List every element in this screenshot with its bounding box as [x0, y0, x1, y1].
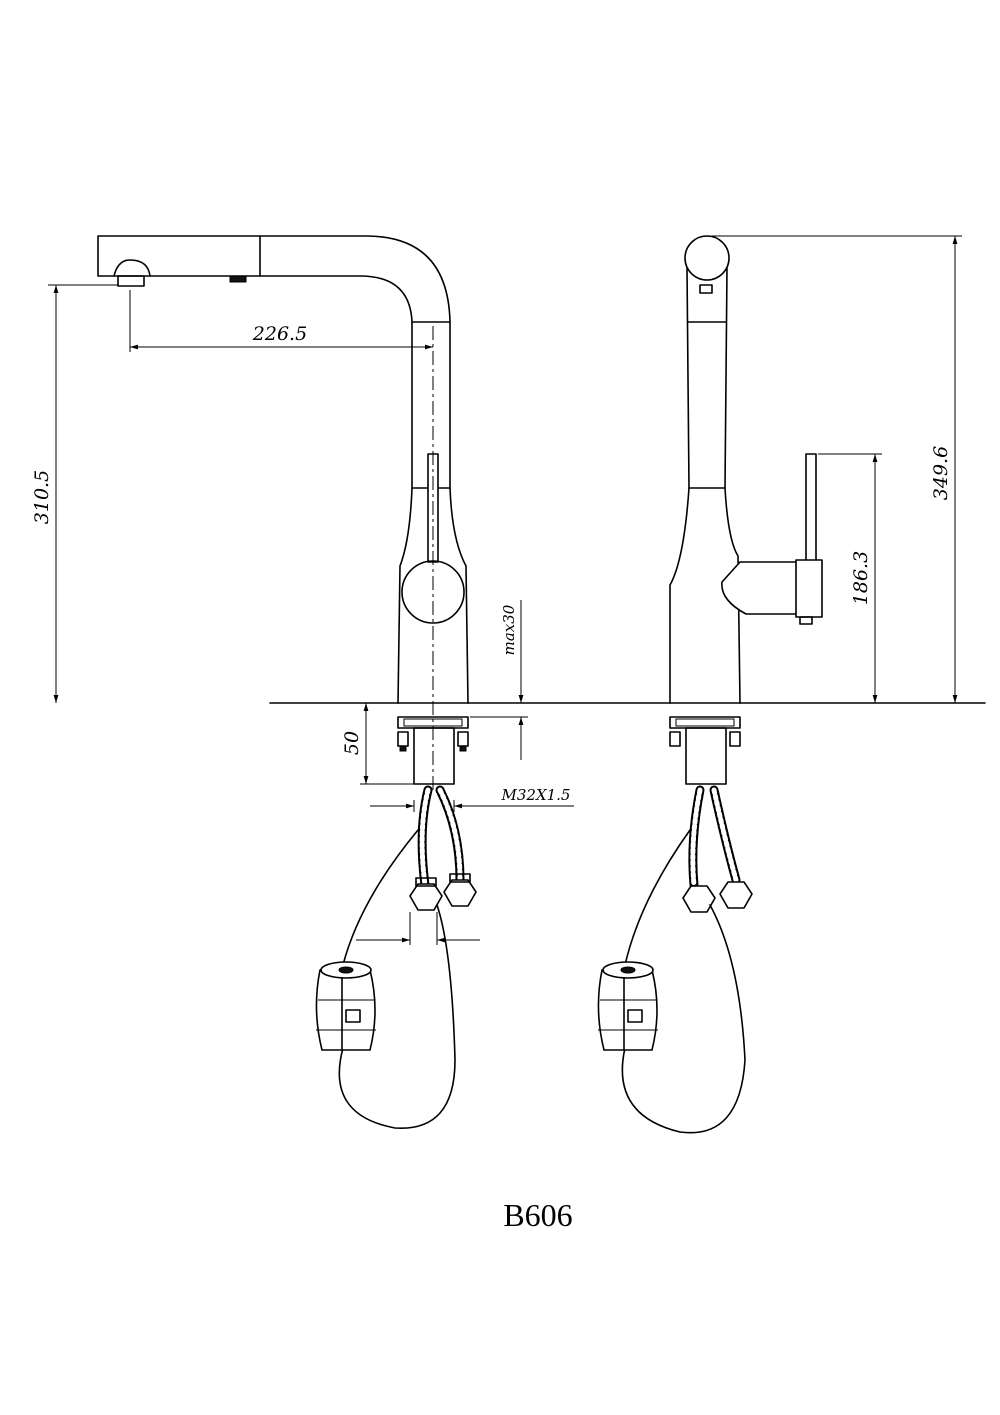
shank [413, 727, 455, 785]
dim-thread: M32X1.5 [501, 786, 571, 804]
dim-shank-length: 50 [341, 731, 363, 755]
hose-nut [409, 883, 443, 911]
counterweight [315, 961, 376, 1051]
model-label: B606 [503, 1197, 572, 1233]
dim-lever-height: 186.3 [850, 551, 872, 605]
dimension-lines [48, 235, 962, 945]
side-lever-handle [805, 453, 817, 563]
dim-total-height: 349.6 [930, 446, 952, 500]
faucet-body [397, 487, 413, 704]
counterweight [597, 961, 658, 1051]
side-view [597, 235, 823, 1134]
dim-outlet-height: 310.5 [31, 470, 53, 524]
dim-spout-reach: 226.5 [252, 323, 307, 345]
spout-arm [259, 235, 451, 489]
spout-head [97, 235, 261, 287]
front-view [97, 235, 477, 1129]
dim-max-deck-thickness: max30 [500, 604, 518, 655]
hose-nut [443, 879, 477, 907]
